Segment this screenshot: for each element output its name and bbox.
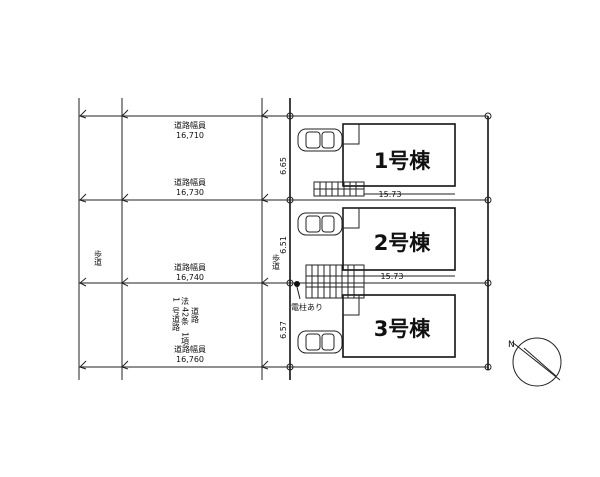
road-width-labels: 道路幅員 16,710 道路幅員 16,730 道路幅員 16,740 道路幅員… [174, 120, 206, 364]
road-width-value: 16,760 [176, 355, 204, 364]
house-3: 3号棟 [297, 294, 456, 358]
arrow-tick-icon [79, 360, 87, 370]
law-note-col4: 号道路 [172, 307, 181, 331]
road-width-label: 道路幅員 [174, 177, 206, 187]
house-3-label: 3号棟 [374, 317, 432, 341]
sidewalk-label-right: 歩道 [272, 253, 281, 271]
depth-dimension-1: 15.73 [379, 190, 402, 199]
arrow-tick-icon [121, 193, 129, 203]
arrow-tick-icon [121, 109, 129, 119]
arrow-tick-icon [121, 277, 129, 287]
arrow-tick-icon [79, 109, 87, 119]
house-2: 2号棟 15.73 [297, 207, 456, 299]
compass-north-label: N [508, 340, 515, 350]
law-note-col1: 法 [181, 296, 190, 306]
frontage-dimension-1: 6.65 [279, 157, 288, 175]
road-width-label: 道路幅員 [174, 120, 206, 130]
arrow-tick-icon [261, 360, 269, 370]
arrow-tick-icon [261, 277, 269, 287]
law-note-col2: 42条 [181, 307, 190, 325]
house-1: 1号棟 15.73 [297, 123, 456, 199]
arrow-tick-icon [79, 193, 87, 203]
car-icon [297, 330, 343, 354]
car-icon [297, 212, 343, 236]
arrow-tick-icon [121, 360, 129, 370]
arrow-tick-icon [79, 277, 87, 287]
road-width-label: 道路幅員 [174, 262, 206, 272]
house-2-label: 2号棟 [374, 231, 432, 255]
corner-pegs [286, 112, 492, 371]
frontage-dimension-3: 6.57 [279, 321, 288, 339]
road-width-value: 16,710 [176, 131, 204, 140]
law-note-col-a: 1 [172, 297, 181, 302]
utility-pole-icon [294, 281, 301, 300]
parking-grid [305, 264, 365, 299]
pole-note: 電柱あり [291, 302, 323, 312]
law-note-col-b: 道路 [191, 306, 200, 323]
depth-dimension-2: 15.73 [381, 272, 404, 281]
arrow-tick-icon [261, 109, 269, 119]
parking-grid [313, 181, 365, 197]
house-1-label: 1号棟 [374, 149, 432, 173]
road-width-value: 16,730 [176, 188, 204, 197]
compass-icon: N [508, 337, 562, 387]
law-note-col3: 1項 [181, 332, 190, 346]
road-law-note: 法 42条 1項 1 号道路 道路 [172, 296, 200, 346]
road-width-value: 16,740 [176, 273, 204, 282]
car-icon [297, 128, 343, 152]
frontage-dimension-2: 6.51 [279, 236, 288, 254]
sidewalk-label-left: 歩道 [94, 249, 103, 267]
arrow-tick-icon [261, 193, 269, 203]
road-width-label: 道路幅員 [174, 344, 206, 354]
